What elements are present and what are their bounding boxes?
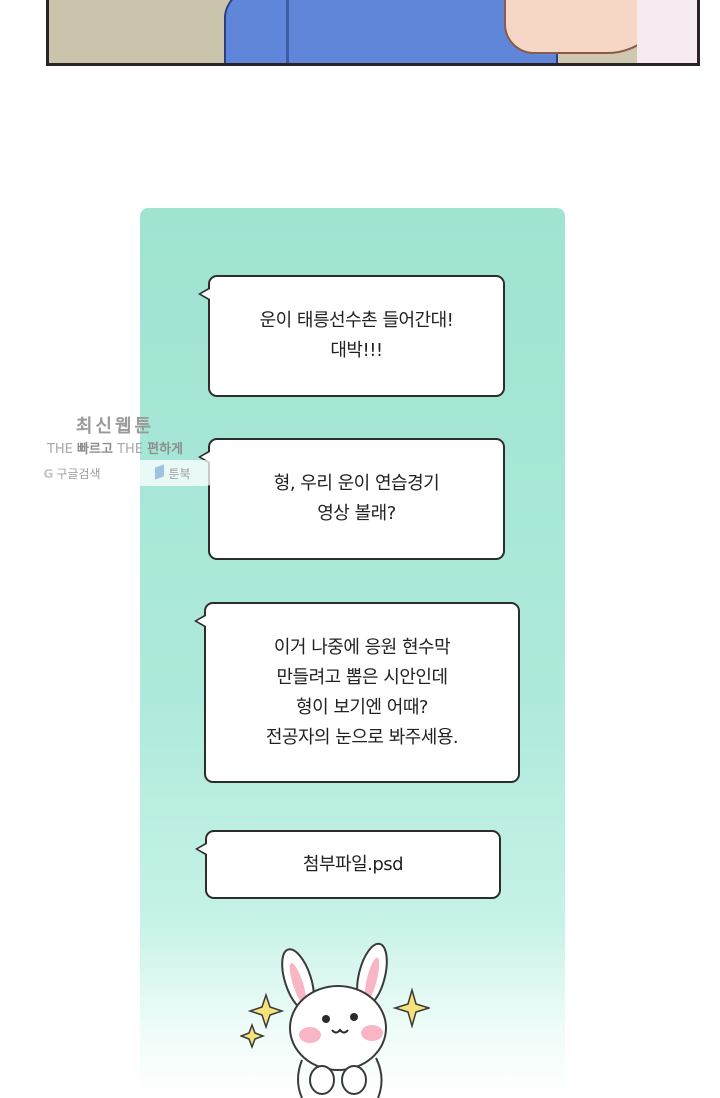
chat-bubble-1: 운이 태릉선수촌 들어간대! 대박!!! [198, 275, 505, 397]
bubble-text-line: 형, 우리 운이 연습경기 [273, 473, 440, 494]
bunny-eye-left [322, 1015, 330, 1023]
bubble-tail [195, 842, 207, 856]
bubble-text-line: 이거 나중에 응원 현수막 [273, 636, 451, 658]
bunny-eye-right [350, 1013, 358, 1021]
chat-bubble-attachment[interactable]: 첨부파일.psd [195, 830, 501, 899]
bunny-paw-right [341, 1065, 367, 1095]
bubble-text-line: 만들려고 뽑은 시안인데 [276, 666, 448, 688]
bunny-head [289, 985, 387, 1071]
bubble-text-line: 영상 볼래? [317, 503, 396, 524]
bunny-body [297, 1057, 383, 1098]
bubble-tail [194, 614, 206, 628]
bunny-paw-left [309, 1065, 335, 1095]
bunny-sticker [240, 942, 430, 1098]
chat-bubble-3: 이거 나중에 응원 현수막 만들려고 뽑은 시안인데 형이 보기엔 어때? 전공… [194, 602, 520, 783]
sparkle-icon [247, 992, 285, 1030]
bunny-cheek-left [299, 1027, 321, 1043]
attachment-filename: 첨부파일.psd [302, 853, 404, 875]
bubble-text-line: 대박!!! [330, 340, 383, 361]
bunny-cheek-right [361, 1025, 383, 1041]
watermark-title: 최신웹툰 [75, 416, 155, 437]
bubble-text-line: 운이 태릉선수촌 들어간대! [259, 310, 454, 331]
bubble-text-line: 전공자의 눈으로 봐주세용. [265, 726, 459, 748]
watermark-slogan: THE 빠르고 THE 편하게 [46, 442, 184, 457]
bubble-text-line: 형이 보기엔 어때? [296, 696, 428, 718]
sparkle-icon [392, 987, 430, 1029]
bunny-mouth [331, 1028, 349, 1034]
panel-blue-shirt [224, 0, 558, 63]
chat-bubble-2: 형, 우리 운이 연습경기 영상 볼래? [198, 438, 505, 560]
bunny-ear-right [356, 942, 388, 1008]
book-icon [155, 463, 165, 480]
sparkle-icon [240, 1022, 266, 1050]
bubble-tail [198, 287, 210, 301]
comic-panel-top [46, 0, 700, 66]
panel-wall [49, 0, 239, 63]
panel-side [637, 0, 697, 63]
google-g-icon: G [43, 466, 54, 481]
toonbook-link[interactable]: 툰북 [155, 463, 191, 482]
